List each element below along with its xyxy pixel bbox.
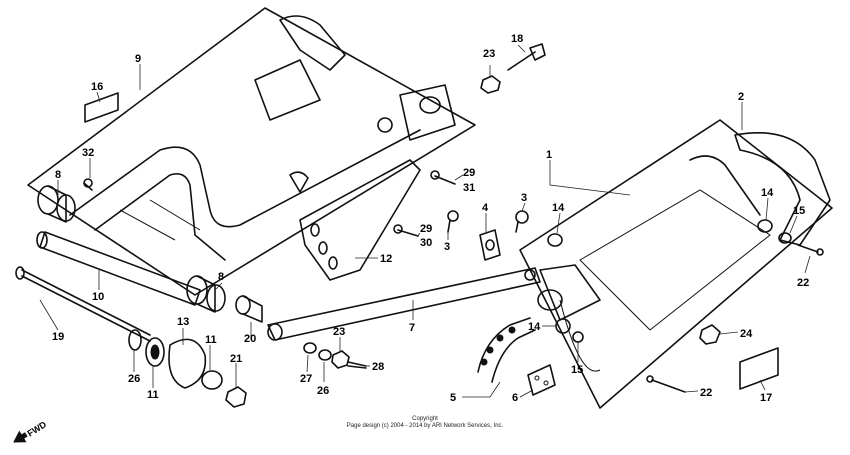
drive-chain-part-5[interactable] [477, 317, 536, 383]
callout-12: 12 [380, 253, 392, 265]
callout-17: 17 [760, 392, 772, 404]
callout-8a: 8 [55, 169, 61, 181]
pivot-tube-part-10[interactable] [36, 231, 201, 306]
caution-label-part-16[interactable] [84, 92, 119, 123]
fwd-label: FWD [25, 419, 48, 439]
callout-20: 20 [244, 333, 256, 345]
callout-26a: 26 [128, 373, 140, 385]
callout-1: 1 [546, 149, 552, 161]
copyright-line-2: Page design (c) 2004 - 2014 by ARI Netwo… [346, 423, 504, 429]
callout-13: 13 [177, 316, 189, 328]
callout-16: 16 [91, 81, 103, 93]
callout-2: 2 [738, 91, 744, 103]
collar-part-3-right[interactable] [515, 210, 529, 233]
callout-30: 30 [420, 237, 432, 249]
cotter-pin-part-28[interactable] [347, 361, 367, 369]
callout-11b: 11 [205, 334, 217, 346]
callout-15a: 15 [793, 205, 805, 217]
chain-guard-part-2[interactable] [734, 132, 831, 246]
callout-14c: 14 [528, 321, 541, 333]
callout-10: 10 [92, 291, 104, 303]
pivot-bolt-part-19[interactable] [15, 266, 151, 342]
bearing-part-26[interactable] [128, 329, 142, 351]
washer-part-26-lower[interactable] [318, 349, 332, 361]
fwd-arrow-icon: FWD [13, 419, 49, 443]
bolt-part-29-31[interactable] [430, 170, 456, 185]
callout-29b: 29 [420, 223, 432, 235]
bolt-part-29-30[interactable] [393, 224, 419, 237]
callout-24: 24 [740, 328, 753, 340]
callout-31: 31 [463, 182, 475, 194]
pivot-boss-front[interactable] [37, 185, 76, 223]
callout-18: 18 [511, 33, 523, 45]
callout-32: 32 [82, 147, 94, 159]
callout-7: 7 [409, 322, 415, 334]
nut-part-21[interactable] [225, 386, 247, 408]
callout-14a: 14 [552, 202, 565, 214]
callout-26b: 26 [317, 385, 329, 397]
leader-lines [39, 44, 811, 398]
bolt-part-22-upper[interactable] [797, 244, 824, 256]
label-part-17[interactable] [739, 347, 779, 390]
callout-6: 6 [512, 392, 518, 404]
dust-seal-part-13[interactable] [168, 338, 207, 389]
callout-22b: 22 [700, 387, 712, 399]
collar-part-3-left[interactable] [447, 210, 459, 233]
callouts: 9 16 32 8 8 10 19 26 11 13 11 21 20 12 7… [52, 33, 809, 404]
collar-part-20[interactable] [235, 295, 263, 323]
callout-28: 28 [372, 361, 384, 373]
nut-part-24[interactable] [699, 324, 721, 345]
collar-part-15-right[interactable] [778, 232, 792, 244]
bolt-part-18[interactable] [507, 43, 546, 71]
callout-27: 27 [300, 373, 312, 385]
copyright-line-1: Copyright [412, 416, 438, 422]
callout-3b: 3 [521, 192, 527, 204]
bearing-part-11-left[interactable] [145, 337, 165, 367]
collar-part-14-upper[interactable] [547, 233, 563, 247]
callout-9: 9 [135, 53, 141, 65]
master-link-part-6[interactable] [527, 364, 556, 396]
nut-part-23-lower[interactable] [331, 350, 350, 369]
callout-29a: 29 [463, 167, 475, 179]
washer-part-27[interactable] [303, 342, 317, 354]
callout-11a: 11 [147, 389, 159, 401]
callout-8b: 8 [218, 271, 224, 283]
callout-15b: 15 [571, 364, 583, 376]
chain-case-part-1[interactable] [519, 119, 833, 409]
callout-23a: 23 [483, 48, 495, 60]
callout-19: 19 [52, 331, 64, 343]
callout-22a: 22 [797, 277, 809, 289]
copyright-notice: Copyright Page design (c) 2004 - 2014 by… [300, 416, 550, 430]
callout-23b: 23 [333, 326, 345, 338]
rubber-part-4[interactable] [479, 229, 501, 261]
callout-14b: 14 [761, 187, 774, 199]
collar-part-14-right[interactable] [757, 219, 773, 233]
grease-fitting-part-32[interactable] [83, 178, 93, 191]
swingarm-part-9[interactable] [27, 7, 476, 296]
pivot-boss-rear[interactable] [186, 275, 226, 313]
bolt-part-22-lower[interactable] [646, 375, 686, 393]
collar-part-15-lower[interactable] [572, 331, 584, 343]
washer-part-11-right[interactable] [201, 370, 223, 390]
callout-4: 4 [482, 202, 489, 214]
torque-link-part-7[interactable] [267, 267, 541, 341]
callout-3a: 3 [444, 241, 450, 253]
callout-21: 21 [230, 353, 242, 365]
callout-5: 5 [450, 392, 456, 404]
chain-slider-part-12[interactable] [299, 159, 421, 281]
nut-part-23-top[interactable] [480, 75, 501, 94]
